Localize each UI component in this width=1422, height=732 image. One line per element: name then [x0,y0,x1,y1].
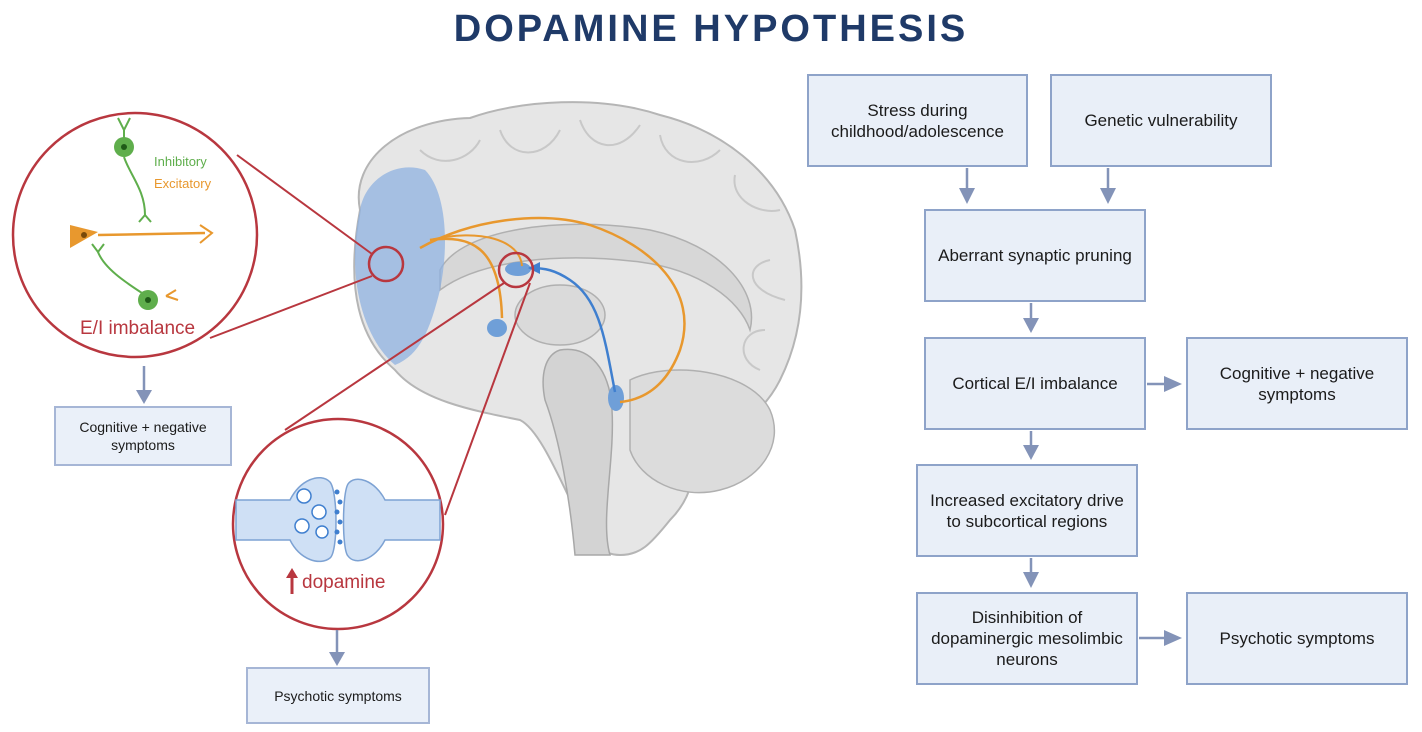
pruning-box: Aberrant synaptic pruning [924,209,1146,302]
right-psychotic-box: Psychotic symptoms [1186,592,1408,685]
excitatory-pathway-3 [429,234,523,267]
arrow-stress-to-pruning [959,168,975,204]
vta-nucleus [608,385,624,411]
disinhibition-box: Disinhibition of dopaminergic mesolimbic… [916,592,1138,685]
arrow-disinhibition-to-psychotic [1139,630,1182,646]
stress-box: Stress during childhood/adolescence [807,74,1028,167]
inhibitory-neuron-top [114,117,152,223]
arrow-pruning-to-cortical [1023,303,1039,333]
synapse-illustration [235,477,441,563]
thalamus [514,284,606,346]
excitatory-neuron [70,224,214,248]
excitatory-box: Increased excitatory drive to subcortica… [916,464,1138,557]
dopamine-pathway [529,266,617,393]
dopamine-up-arrow [286,568,298,594]
legend-excitatory: Excitatory [154,176,212,191]
excitatory-pathway-1 [419,216,686,404]
inhibitory-neuron-bottom [91,243,179,310]
prefrontal-focus-circle [367,245,405,283]
synapse-zoom-circle [231,417,445,631]
genetic-box: Genetic vulnerability [1050,74,1272,167]
striatum-focus-circle [497,251,535,289]
striatum-nucleus [505,262,531,276]
page-title: DOPAMINE HYPOTHESIS [453,8,969,50]
arrow-cortical-to-cognitive [1147,376,1182,392]
dopamine-label: dopamine [302,572,385,593]
arrow-cortical-to-excitatory [1023,431,1039,460]
arrow-genetic-to-pruning [1100,168,1116,204]
left-cognitive-box: Cognitive + negative symptoms [54,406,232,466]
prefrontal-region [354,167,445,365]
cortical-box: Cortical E/I imbalance [924,337,1146,430]
arrow-excitatory-to-disinhibition [1023,558,1039,588]
corpus-callosum [439,223,753,333]
left-arrows [136,366,345,666]
left-psychotic-box: Psychotic symptoms [246,667,430,724]
brain-illustration: Inhibitory Excitatory E/I imbalance dopa… [11,101,803,666]
brainstem [542,348,614,556]
ei-imbalance-label: E/I imbalance [80,318,195,339]
callout-lines [209,154,531,516]
legend-inhibitory: Inhibitory [154,154,207,169]
excitatory-pathway-2 [429,237,504,319]
right-cognitive-box: Cognitive + negative symptoms [1186,337,1408,430]
nucleus-accumbens [487,319,507,337]
cerebellum [629,369,776,494]
